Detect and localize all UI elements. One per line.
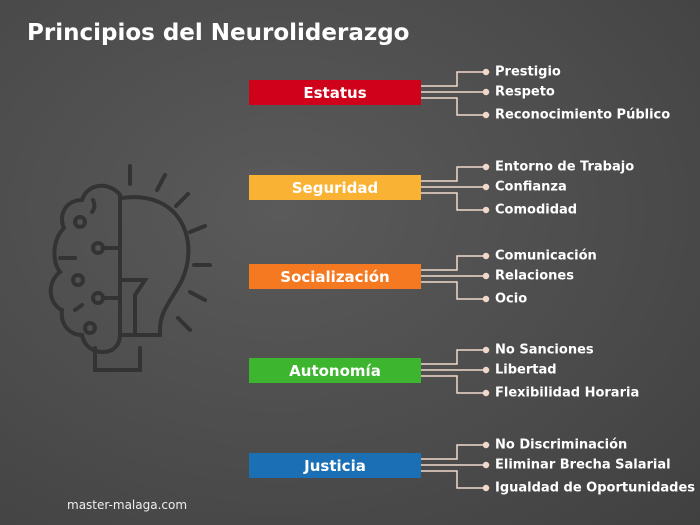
category-item: Relaciones — [495, 268, 574, 284]
connector-line — [421, 255, 485, 271]
connector-dot — [482, 366, 490, 374]
category-item: No Sanciones — [495, 342, 594, 358]
category-item: Igualdad de Oportunidades — [495, 480, 696, 496]
connector-line — [421, 71, 485, 87]
category-item: Ocio — [495, 291, 528, 307]
connector-line — [421, 192, 485, 211]
category-item: Respeto — [495, 84, 555, 100]
category-item: Comunicación — [495, 248, 597, 264]
connector-dot — [482, 441, 490, 449]
category-item: Entorno de Trabajo — [495, 159, 635, 175]
connector-line — [421, 281, 485, 300]
connector-dot — [482, 68, 490, 76]
category-item: Comodidad — [495, 202, 578, 218]
category-item: Eliminar Brecha Salarial — [495, 457, 671, 473]
connector-line — [421, 97, 485, 116]
connector-dot — [482, 389, 490, 397]
connector-dot — [482, 484, 490, 492]
category-item: Flexibilidad Horaria — [495, 385, 640, 401]
category-box: Socialización — [249, 264, 421, 289]
connector-dot — [482, 252, 490, 260]
category-box: Autonomía — [249, 358, 421, 383]
category-item: Reconocimiento Público — [495, 107, 671, 123]
connector-line — [421, 470, 485, 489]
page-title: Principios del Neuroliderazgo — [27, 20, 410, 46]
connector-dot — [482, 88, 490, 96]
connector-line — [421, 349, 485, 365]
category-item: No Discriminación — [495, 437, 628, 453]
category-item: Libertad — [495, 362, 557, 378]
connector-dot — [482, 272, 490, 280]
category-box: Justicia — [249, 453, 421, 478]
connector-dot — [482, 461, 490, 469]
connector-dot — [482, 183, 490, 191]
connector-line — [421, 444, 485, 460]
category-item: Prestigio — [495, 64, 561, 80]
connector-lines — [421, 68, 490, 492]
connector-line — [421, 166, 485, 182]
category-box: Seguridad — [249, 175, 421, 200]
connector-dot — [482, 295, 490, 303]
footer-url: master-malaga.com — [67, 498, 188, 512]
connector-dot — [482, 163, 490, 171]
connector-dot — [482, 206, 490, 214]
connector-dot — [482, 346, 490, 354]
connector-dot — [482, 111, 490, 119]
connector-line — [421, 375, 485, 394]
category-box: Estatus — [249, 80, 421, 105]
category-item: Confianza — [495, 179, 567, 195]
